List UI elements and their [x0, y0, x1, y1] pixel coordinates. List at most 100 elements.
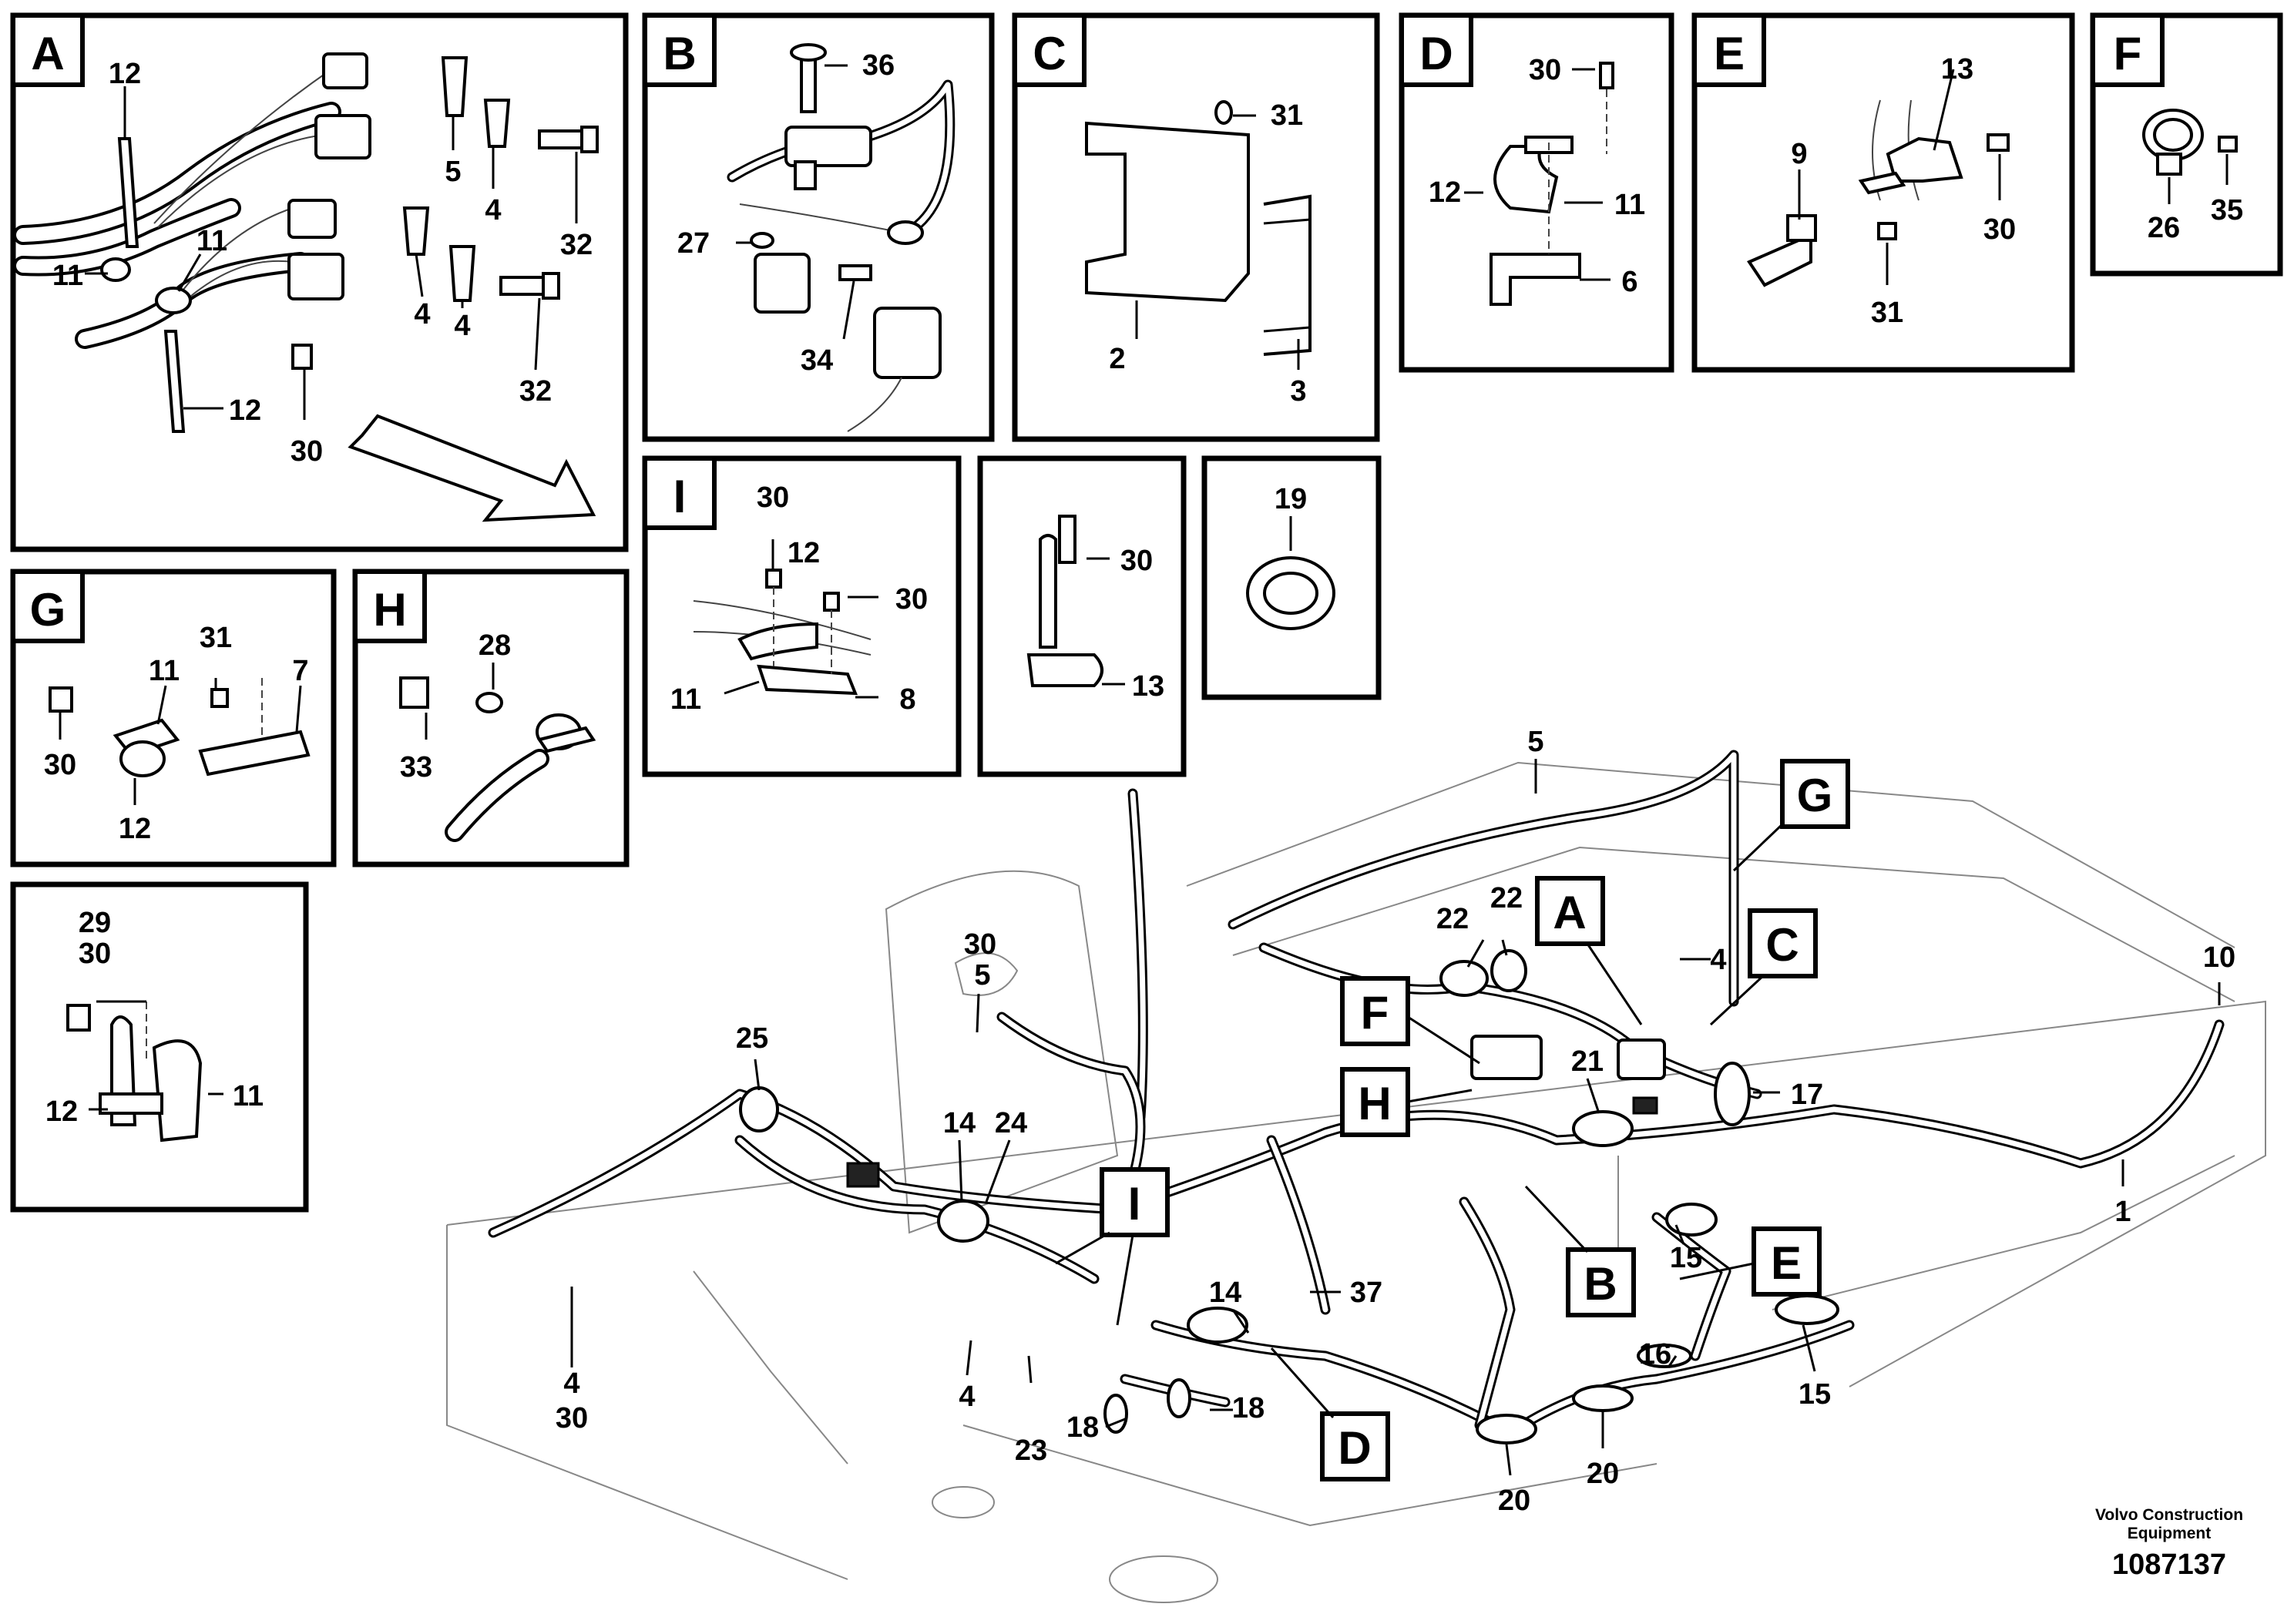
main-part-number: 30 — [964, 928, 996, 961]
panel-d-letter: D — [1419, 28, 1453, 79]
main-part-number: 5 — [1527, 726, 1543, 758]
panel-a-part-number: 32 — [560, 229, 593, 261]
detail-panel-a: A 12 5 4 32 11 11 4 4 32 12 30 — [10, 12, 629, 552]
main-detail-tag-label: E — [1771, 1237, 1802, 1289]
main-part-number: 24 — [995, 1107, 1027, 1139]
main-part-number: 14 — [943, 1107, 976, 1139]
panel-j-part-number: 30 — [1120, 545, 1153, 577]
main-part-number: 21 — [1571, 1045, 1604, 1078]
panel-h-part-number: 33 — [400, 751, 432, 783]
panel-a-part-number: 12 — [109, 58, 141, 90]
detail-panel-h: H 28 33 — [352, 569, 630, 867]
main-detail-tag-label: A — [1553, 887, 1586, 938]
main-part-number: 25 — [736, 1022, 768, 1055]
panel-d-part-number: 6 — [1621, 266, 1637, 298]
detail-panel-f: F 26 35 — [2090, 12, 2283, 277]
main-part-number: 17 — [1791, 1079, 1823, 1111]
figure-number: 1087137 — [2112, 1549, 2226, 1581]
main-part-number: 15 — [1670, 1242, 1702, 1274]
panel-c-letter: C — [1033, 28, 1066, 79]
panel-b-letter: B — [663, 28, 696, 79]
main-part-number: 4 — [563, 1367, 579, 1400]
brand-line-1: Volvo Construction — [2094, 1506, 2244, 1524]
main-detail-tag-label: C — [1765, 919, 1799, 971]
panel-g-part-number: 30 — [44, 749, 76, 781]
main-part-number: 10 — [2203, 941, 2235, 974]
detail-panel-g: G 31 11 7 30 12 — [10, 569, 337, 867]
panel-g-part-number: 31 — [200, 622, 232, 654]
main-detail-tag-label: I — [1128, 1178, 1141, 1230]
panel-f-letter: F — [2114, 28, 2142, 79]
main-part-number: 22 — [1436, 903, 1469, 935]
panel-i-part-number: 30 — [757, 481, 789, 514]
main-part-number: 16 — [1639, 1338, 1671, 1371]
panel-l-part-number: 11 — [233, 1080, 264, 1112]
main-part-number: 23 — [1015, 1434, 1047, 1467]
main-part-number: 4 — [1710, 944, 1726, 976]
panel-a-letter: A — [31, 28, 64, 79]
main-harness-assembly: G A C F H I B E D 5 30 5 25 14 24 — [446, 726, 2266, 1603]
panel-a-part-number: 11 — [52, 260, 83, 292]
panel-g-part-number: 12 — [119, 813, 151, 845]
panel-a-part-number: 4 — [414, 298, 430, 331]
panel-f-part-number: 35 — [2211, 194, 2243, 226]
panel-i-part-number: 30 — [895, 583, 928, 616]
main-part-number: 18 — [1232, 1392, 1265, 1424]
panel-g-letter: G — [30, 584, 66, 636]
panel-a-part-number: 4 — [454, 310, 470, 342]
panel-l-part-number: 30 — [79, 938, 111, 970]
brand-caption: Volvo Construction Equipment — [2046, 1506, 2292, 1543]
panel-e-part-number: 13 — [1941, 53, 1973, 86]
panel-i-part-number: 8 — [899, 683, 915, 716]
main-part-number: 20 — [1587, 1458, 1619, 1490]
panel-b-part-number: 27 — [677, 227, 710, 260]
panel-e-part-number: 9 — [1791, 138, 1807, 170]
panel-i-part-number: 12 — [788, 537, 820, 569]
main-part-number: 15 — [1799, 1378, 1831, 1411]
detail-panel-grommet-19: 19 — [1201, 455, 1382, 700]
main-part-number: 5 — [974, 959, 990, 992]
panel-l-part-number: 29 — [79, 907, 111, 939]
main-detail-tag-label: H — [1358, 1078, 1391, 1129]
detail-panel-e: E 13 9 30 31 — [1691, 12, 2075, 373]
panel-a-part-number: 30 — [291, 435, 323, 468]
main-detail-tag-label: B — [1584, 1258, 1617, 1310]
panel-c-part-number: 31 — [1271, 99, 1303, 132]
brand-line-2: Equipment — [2127, 1525, 2212, 1542]
main-part-number: 14 — [1209, 1277, 1241, 1309]
main-part-number: 20 — [1498, 1485, 1530, 1517]
main-part-number: 1 — [2114, 1196, 2131, 1228]
panel-j-part-number: 13 — [1132, 670, 1164, 703]
main-detail-tag-label: G — [1797, 770, 1833, 821]
main-detail-tag-label: D — [1338, 1422, 1371, 1474]
main-detail-tag-label: F — [1361, 987, 1389, 1038]
panel-i-part-number: 11 — [670, 683, 701, 716]
panel-d-part-number: 30 — [1529, 54, 1561, 86]
panel-a-part-number: 12 — [229, 394, 261, 427]
panel-k-part-number: 19 — [1275, 483, 1307, 515]
panel-e-letter: E — [1714, 28, 1745, 79]
panel-b-part-number: 34 — [801, 344, 833, 377]
panel-d-part-number: 12 — [1429, 176, 1461, 209]
panel-g-part-number: 7 — [292, 655, 308, 687]
panel-g-part-number: 11 — [149, 655, 180, 687]
detail-panel-c: C 31 2 3 — [1012, 12, 1380, 442]
main-part-number: 4 — [959, 1381, 975, 1413]
panel-a-part-number: 11 — [196, 225, 227, 257]
panel-a-part-number: 32 — [519, 375, 552, 408]
panel-c-part-number: 3 — [1290, 375, 1306, 408]
detail-panel-d: D 30 12 11 6 — [1399, 12, 1674, 373]
detail-panel-clamp-11: 29 30 11 12 — [10, 881, 309, 1213]
detail-panel-i: I 30 12 30 11 8 — [642, 455, 962, 777]
detail-panel-b: B 36 27 34 — [642, 12, 995, 442]
panel-b-part-number: 36 — [862, 49, 895, 82]
panel-h-letter: H — [373, 584, 406, 636]
panel-a-part-number: 4 — [485, 194, 501, 226]
panel-h-part-number: 28 — [479, 629, 511, 662]
detail-panel-bracket-13: 30 13 — [977, 455, 1187, 777]
panel-i-letter: I — [673, 471, 687, 522]
panel-c-part-number: 2 — [1109, 343, 1125, 375]
panel-d-part-number: 11 — [1614, 189, 1645, 221]
panel-f-part-number: 26 — [2148, 212, 2180, 244]
